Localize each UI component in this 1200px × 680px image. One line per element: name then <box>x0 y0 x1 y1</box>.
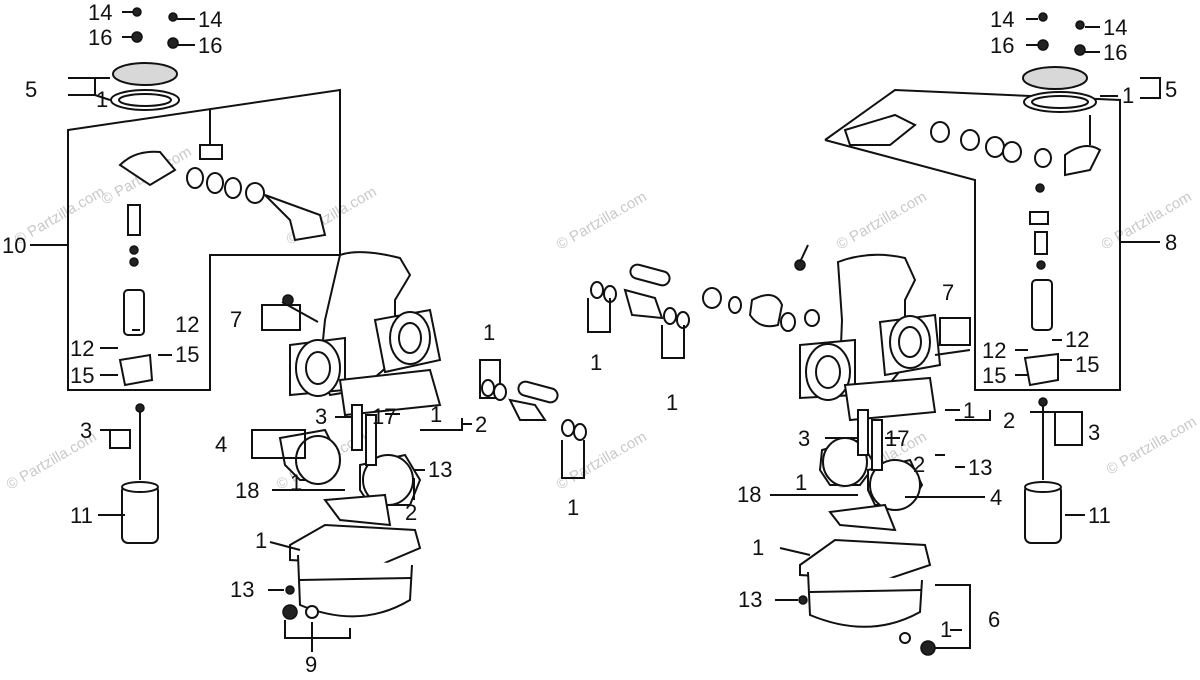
callout-17: 17 <box>372 404 396 429</box>
callout-16: 16 <box>1103 40 1127 65</box>
callout-1: 1 <box>666 390 678 415</box>
callout-13: 13 <box>968 455 992 480</box>
callout-15: 15 <box>175 342 199 367</box>
callout-4: 4 <box>215 432 227 457</box>
callout-3: 3 <box>315 404 327 429</box>
callout-12: 12 <box>175 312 199 337</box>
callout-18: 18 <box>737 482 761 507</box>
callout-3: 3 <box>798 426 810 451</box>
slide <box>123 289 145 336</box>
callout-11: 11 <box>70 503 93 528</box>
left-callout-leaders <box>30 11 472 652</box>
callout-1: 1 <box>795 470 807 495</box>
callout-11: 11 <box>1088 503 1111 528</box>
callout-4: 4 <box>990 485 1002 510</box>
callout-13: 13 <box>738 587 762 612</box>
watermark: © Partzilla.com <box>554 428 650 493</box>
callout-14: 14 <box>88 0 112 25</box>
callout-3: 3 <box>80 418 92 443</box>
callout-18: 18 <box>235 478 259 503</box>
callout-16: 16 <box>198 33 222 58</box>
callout-14: 14 <box>1103 15 1127 40</box>
callout-1: 1 <box>963 398 975 423</box>
float-bowl <box>807 571 923 628</box>
callout-13: 13 <box>428 457 452 482</box>
callout-17: 17 <box>885 426 909 451</box>
callout-10: 10 <box>2 233 26 258</box>
callout-13: 13 <box>230 577 254 602</box>
callout-1: 1 <box>483 320 495 345</box>
callout-1: 1 <box>590 350 602 375</box>
callout-6: 6 <box>988 607 1000 632</box>
watermark: © Partzilla.com <box>1104 413 1200 478</box>
throttle-lever <box>1064 145 1102 177</box>
callout-16: 16 <box>88 25 112 50</box>
callout-12: 12 <box>982 338 1006 363</box>
top-cap <box>112 62 178 86</box>
slide <box>1031 279 1053 331</box>
watermark: © Partzilla.com <box>834 188 930 253</box>
callout-14: 14 <box>990 7 1014 32</box>
callout-14: 14 <box>198 7 222 32</box>
callout-1: 1 <box>752 535 764 560</box>
right-carb-body <box>799 253 942 422</box>
callout-labels: 14 16 14 16 5 1 10 7 12 12 15 15 3 11 4 … <box>2 0 1177 677</box>
throttle-shaft-parts <box>930 121 1052 168</box>
right-carburetor-assembly <box>794 12 1121 656</box>
callout-12: 12 <box>70 336 94 361</box>
piston-slide <box>121 484 159 544</box>
callout-2: 2 <box>1003 408 1015 433</box>
callout-2: 2 <box>913 452 925 477</box>
left-carburetor-assembly <box>67 7 442 645</box>
callout-1: 1 <box>1122 83 1134 108</box>
callout-1: 1 <box>940 617 952 642</box>
callout-8: 8 <box>1165 230 1177 255</box>
callout-15: 15 <box>982 363 1006 388</box>
right-callout-leaders <box>770 18 1161 649</box>
callout-12: 12 <box>1065 327 1089 352</box>
callout-3: 3 <box>1088 420 1100 445</box>
callout-7: 7 <box>230 307 242 332</box>
float-bowl <box>297 554 413 618</box>
callout-2: 2 <box>405 500 417 525</box>
callout-2: 2 <box>475 412 487 437</box>
throttle-lever <box>118 150 177 187</box>
bowl-gasket <box>799 538 932 582</box>
piston-slide <box>1024 484 1062 544</box>
callout-1: 1 <box>255 528 267 553</box>
middle-linkage-parts <box>479 263 820 479</box>
callout-1: 1 <box>430 402 442 427</box>
callout-5: 5 <box>25 77 37 102</box>
callout-1: 1 <box>290 470 302 495</box>
throttle-shaft-parts <box>186 167 327 242</box>
callout-15: 15 <box>1075 352 1099 377</box>
left-carb-body <box>289 251 442 417</box>
bowl-gasket <box>289 523 422 567</box>
callout-9: 9 <box>305 652 317 677</box>
watermark: © Partzilla.com <box>554 188 650 253</box>
callout-5: 5 <box>1165 77 1177 102</box>
watermark: © Partzilla.com <box>1099 188 1195 253</box>
callout-16: 16 <box>990 33 1014 58</box>
callout-15: 15 <box>70 363 94 388</box>
top-cap <box>1022 66 1088 90</box>
callout-7: 7 <box>942 280 954 305</box>
callout-1: 1 <box>96 87 108 112</box>
callout-1: 1 <box>567 495 579 520</box>
